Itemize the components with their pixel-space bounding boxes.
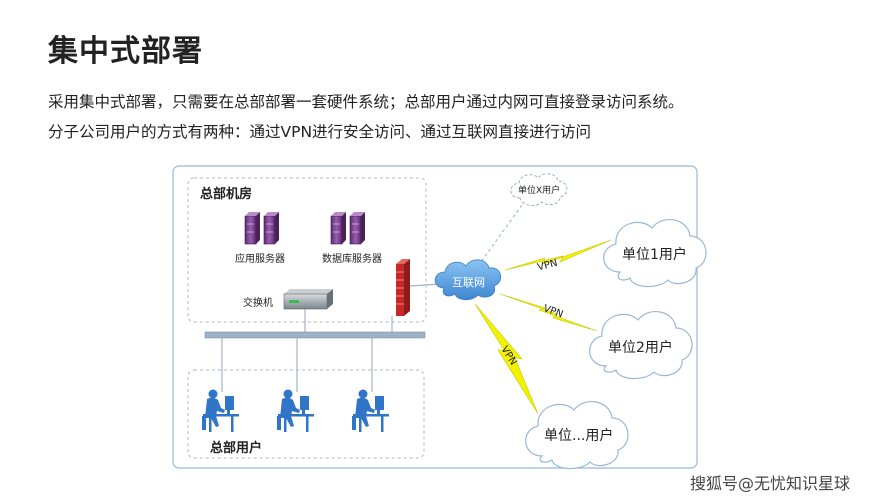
description-line-2: 分子公司用户的方式有两种：通过VPN进行安全访问、通过互联网直接进行访问 <box>48 123 592 141</box>
hq-room-label: 总部机房 <box>200 186 252 202</box>
vpn-link-unit3: VPN <box>474 303 539 415</box>
outer-frame <box>172 165 698 469</box>
unit-1-label: 单位1用户 <box>622 246 687 263</box>
watermark: 搜狐号@无忧知识星球 <box>690 474 851 493</box>
app-server-label: 应用服务器 <box>235 252 285 265</box>
app-server-icon <box>244 211 280 245</box>
vpn-label: VPN <box>536 258 558 274</box>
hq-users-box <box>187 369 425 459</box>
unit-more-cloud: 单位...用户 <box>525 401 629 470</box>
hq-user-icon <box>202 389 239 432</box>
switch-icon <box>283 289 333 310</box>
hq-room-box <box>187 177 427 323</box>
hq-user-icon <box>277 389 314 432</box>
vpn-link-unit1: VPN <box>504 239 612 274</box>
network-bus <box>204 331 426 339</box>
vpn-link-unit2: VPN <box>499 293 598 332</box>
hq-users-label: 总部用户 <box>210 440 262 456</box>
internet-cloud-icon <box>434 259 502 301</box>
unit-2-cloud: 单位2用户 <box>589 311 693 380</box>
switch-label: 交换机 <box>243 296 273 309</box>
page-title: 集中式部署 <box>48 34 203 69</box>
database-server-icon <box>330 211 366 245</box>
internet-label: 互联网 <box>452 276 485 289</box>
unit-1-cloud: 单位1用户 <box>603 219 707 288</box>
database-server-label: 数据库服务器 <box>322 252 382 265</box>
firewall-icon <box>396 259 410 316</box>
hq-user-icon <box>352 389 389 432</box>
unit-2-label: 单位2用户 <box>608 339 673 356</box>
description-line-1: 采用集中式部署，只需要在总部部署一套硬件系统；总部用户通过内网可直接登录访问系统… <box>48 93 684 111</box>
unit-more-label: 单位...用户 <box>544 427 613 444</box>
unit-x-label: 单位X用户 <box>518 184 560 196</box>
unit-x-cloud: 单位X用户 <box>510 173 568 206</box>
